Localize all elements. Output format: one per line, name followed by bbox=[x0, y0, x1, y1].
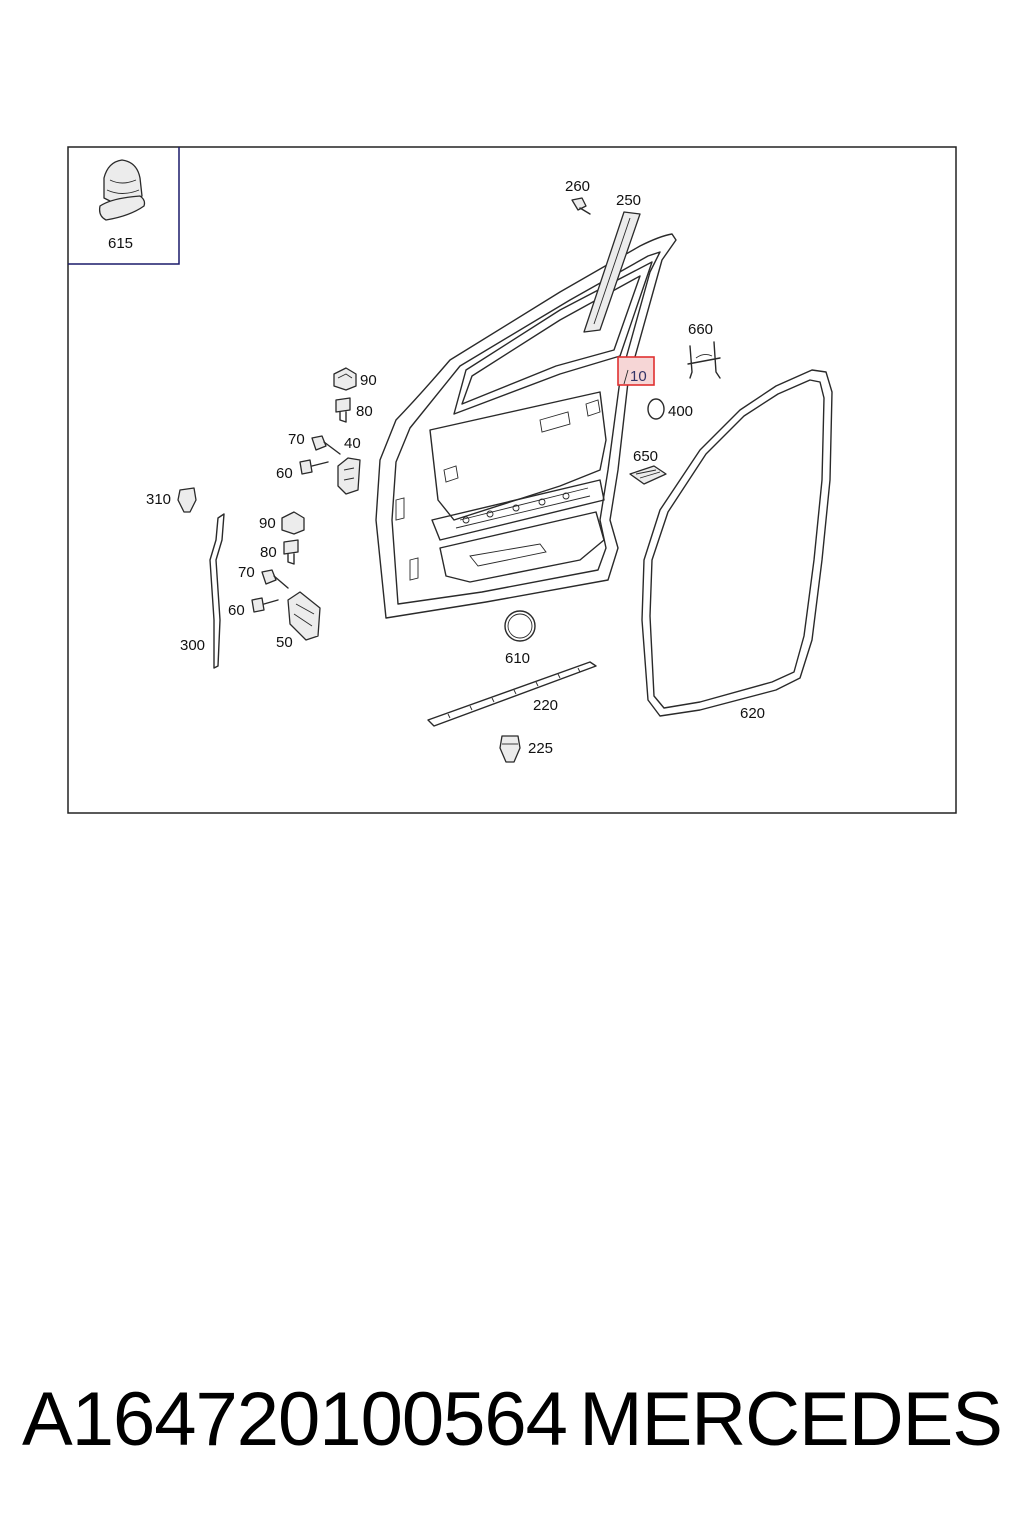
parts-diagram: 615 10 260 250 660 bbox=[67, 146, 957, 814]
label-225: 225 bbox=[528, 740, 553, 757]
screw-60-lower-icon[interactable] bbox=[251, 597, 279, 613]
part-number: A164720100564 bbox=[22, 1377, 568, 1462]
label-650: 650 bbox=[633, 448, 658, 465]
inset-box bbox=[68, 147, 180, 265]
label-40: 40 bbox=[344, 435, 361, 452]
grommet-615-icon[interactable] bbox=[98, 159, 146, 221]
label-610: 610 bbox=[505, 650, 530, 667]
label-70-lower: 70 bbox=[238, 564, 255, 581]
screw-260-icon[interactable] bbox=[571, 197, 591, 215]
door-seal-620-icon[interactable] bbox=[641, 369, 833, 717]
label-300: 300 bbox=[180, 637, 205, 654]
plug-400-icon[interactable] bbox=[647, 398, 665, 420]
label-80-lower: 80 bbox=[260, 544, 277, 561]
label-620: 620 bbox=[740, 705, 765, 722]
sill-strip-220-icon[interactable] bbox=[427, 661, 597, 727]
door-shell-10[interactable] bbox=[375, 233, 677, 619]
label-220: 220 bbox=[533, 697, 558, 714]
bolt-70-lower-icon[interactable] bbox=[261, 569, 289, 589]
label-250: 250 bbox=[616, 192, 641, 209]
clip-225-icon[interactable] bbox=[499, 735, 521, 763]
label-80-upper: 80 bbox=[356, 403, 373, 420]
brand-name: MERCEDES bbox=[579, 1377, 1003, 1462]
trim-strip-250-icon[interactable] bbox=[583, 211, 641, 333]
clip-310-icon[interactable] bbox=[177, 487, 197, 513]
label-70-upper: 70 bbox=[288, 431, 305, 448]
label-60-lower: 60 bbox=[228, 602, 245, 619]
label-660: 660 bbox=[688, 321, 713, 338]
label-310: 310 bbox=[146, 491, 171, 508]
bolt-80-upper-icon[interactable] bbox=[335, 397, 351, 423]
highlight-box-10 bbox=[617, 356, 655, 386]
ring-610-icon[interactable] bbox=[504, 610, 536, 642]
label-260: 260 bbox=[565, 178, 590, 195]
label-615: 615 bbox=[108, 235, 133, 252]
diagram-frame bbox=[67, 146, 957, 814]
hinge-50-icon[interactable] bbox=[287, 591, 321, 641]
bracket-660-icon[interactable] bbox=[687, 341, 721, 379]
label-90-upper: 90 bbox=[360, 372, 377, 389]
bolt-70-upper-icon[interactable] bbox=[311, 435, 341, 455]
label-400: 400 bbox=[668, 403, 693, 420]
seal-strip-300-icon[interactable] bbox=[209, 513, 225, 669]
nut-90-upper-icon[interactable] bbox=[333, 367, 357, 391]
hinge-40-icon[interactable] bbox=[337, 457, 361, 495]
footer: A164720100564 MERCEDES bbox=[0, 1370, 1024, 1480]
clip-650-icon[interactable] bbox=[629, 465, 667, 485]
label-90-lower: 90 bbox=[259, 515, 276, 532]
bolt-80-lower-icon[interactable] bbox=[283, 539, 299, 565]
label-60-upper: 60 bbox=[276, 465, 293, 482]
screw-60-upper-icon[interactable] bbox=[299, 459, 329, 475]
label-50: 50 bbox=[276, 634, 293, 651]
label-10: 10 bbox=[630, 368, 647, 385]
nut-90-lower-icon[interactable] bbox=[281, 511, 305, 535]
